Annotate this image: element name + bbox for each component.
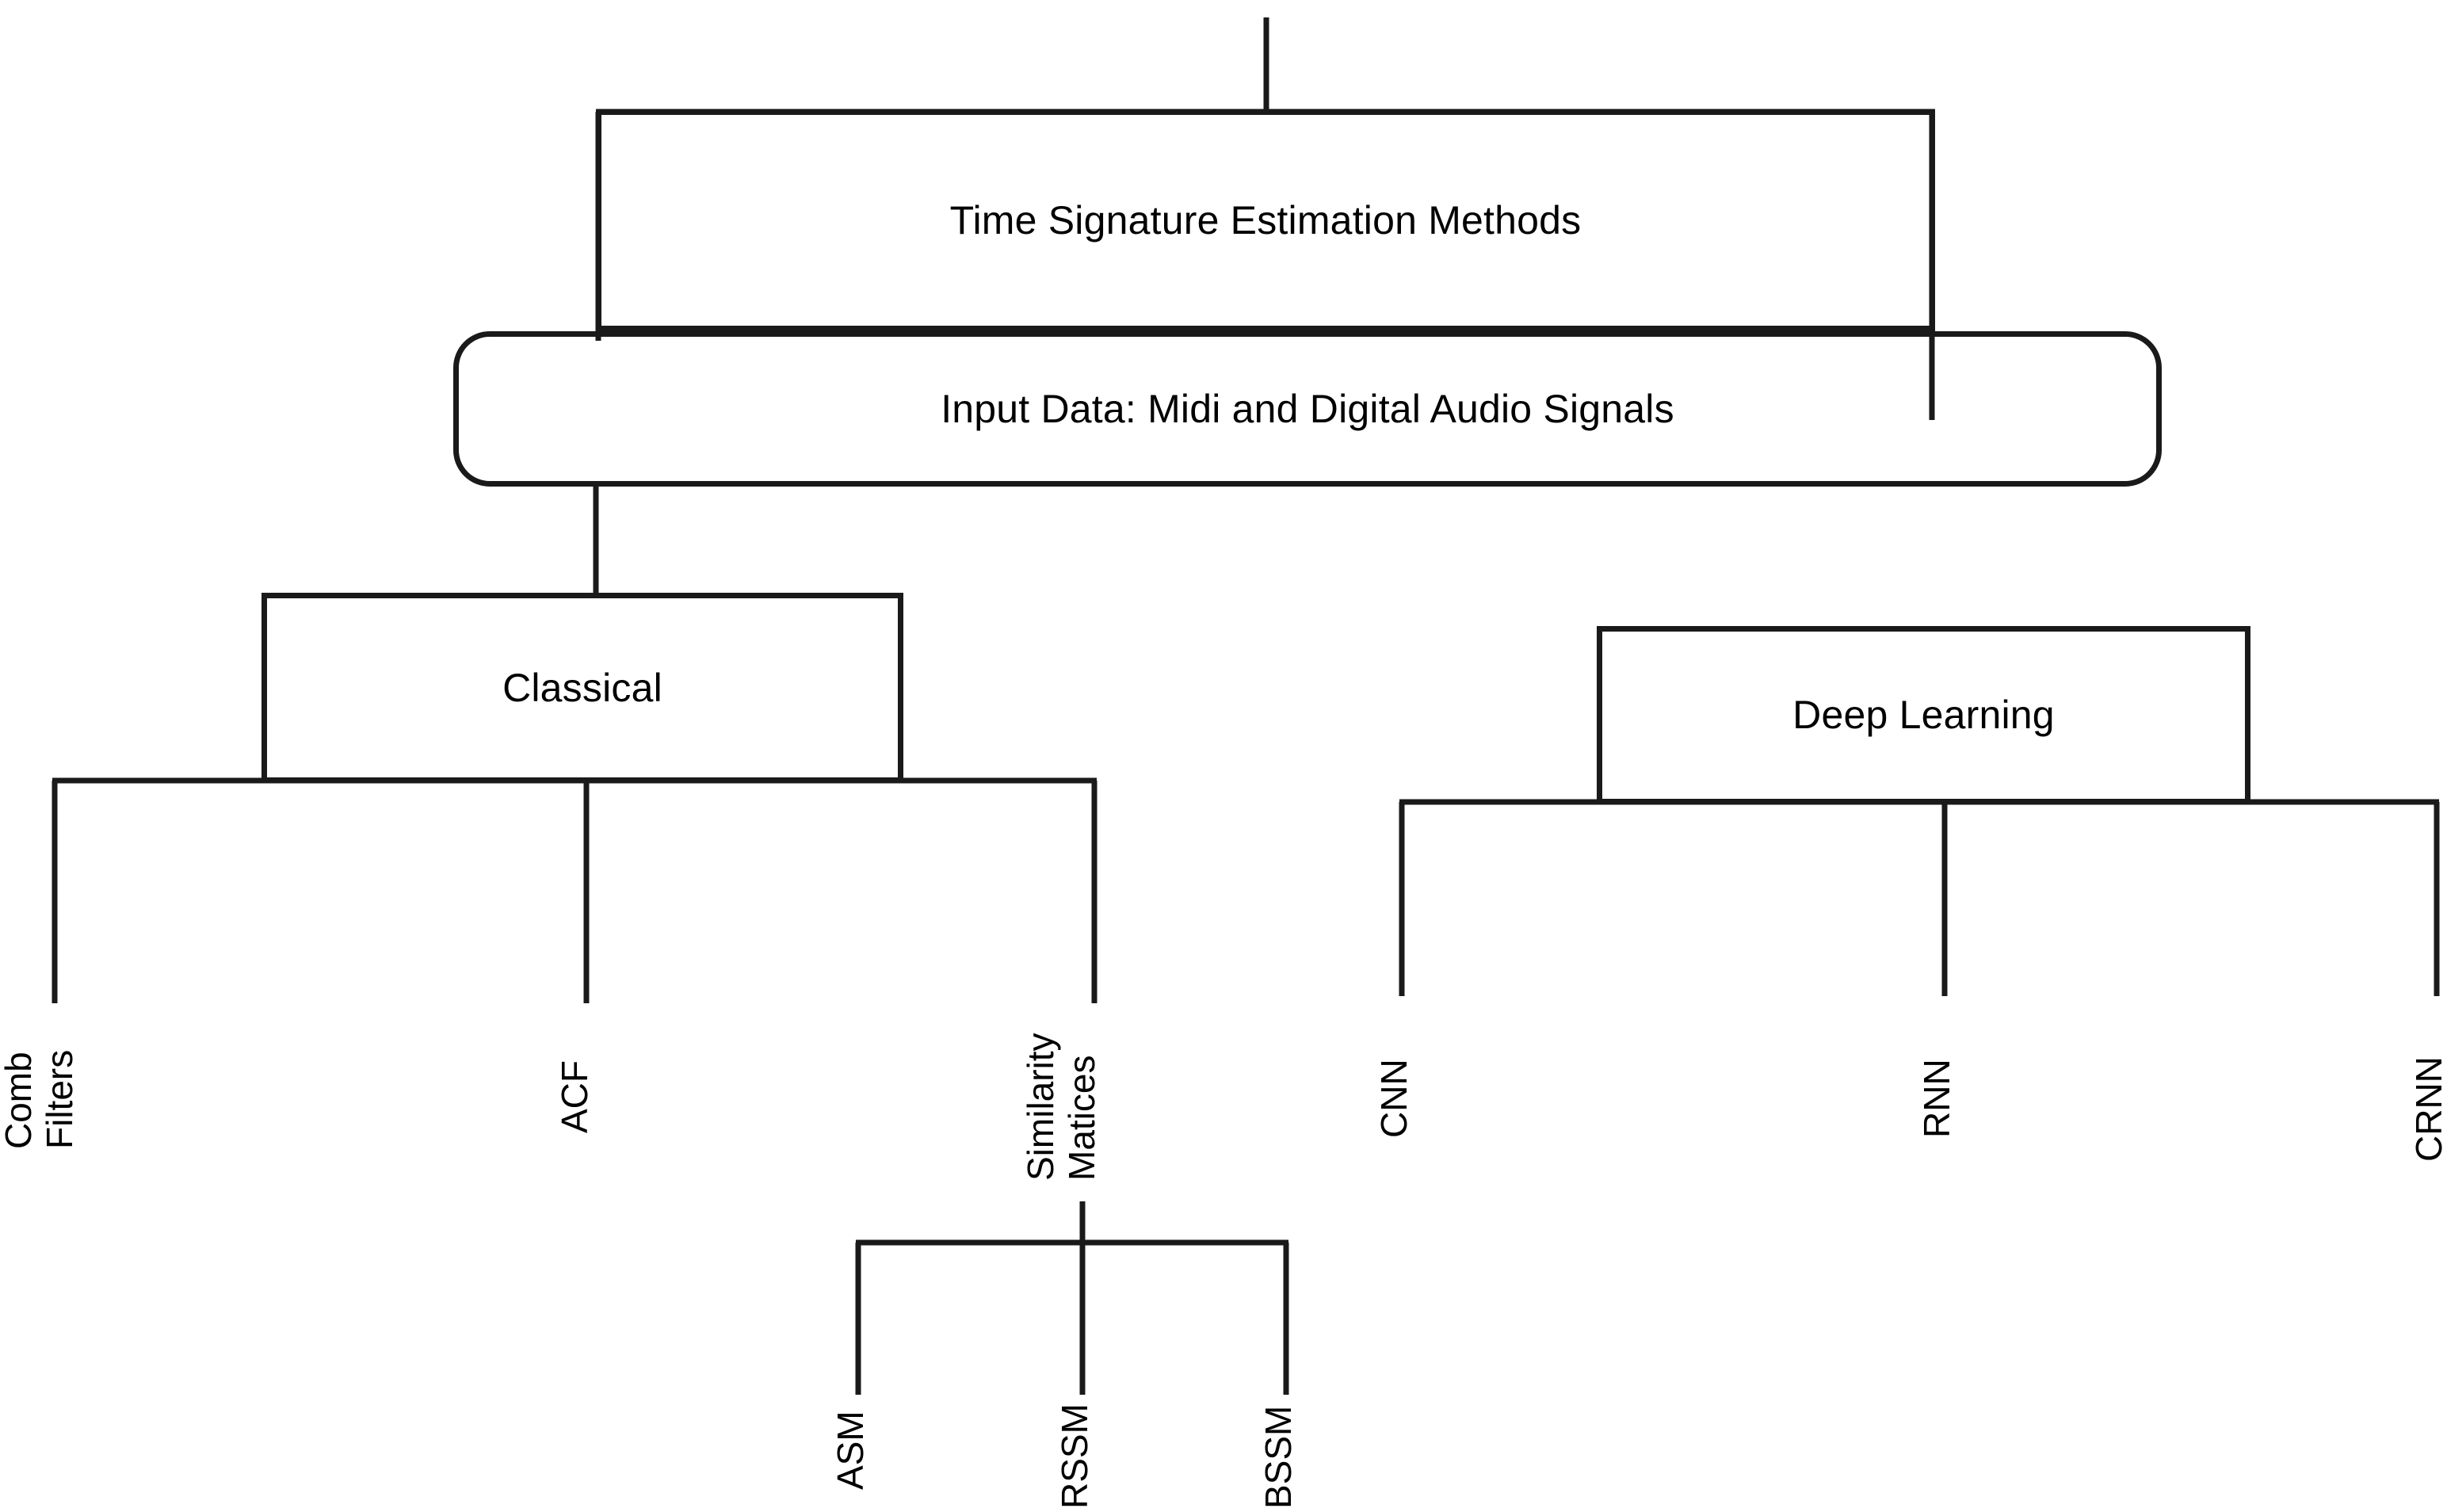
leaf-label-acf[interactable]: ACF	[554, 1060, 595, 1133]
leaf-label-similarity-matices[interactable]: Similarity Matices	[1020, 1033, 1102, 1181]
node-input-data[interactable]: Input Data: Midi and Digital Audio Signa…	[453, 331, 2162, 487]
leaf-label-cnn[interactable]: CNN	[1373, 1059, 1414, 1138]
leaf-label-rnn[interactable]: RNN	[1916, 1059, 1957, 1138]
node-deep-learning-label: Deep Learning	[1792, 693, 2055, 737]
node-classical-label: Classical	[502, 665, 662, 710]
node-classical[interactable]: Classical	[261, 593, 903, 783]
leaf-label-bssm[interactable]: BSSM	[1258, 1405, 1299, 1509]
node-root-label: Time Signature Estimation Methods	[949, 197, 1582, 242]
node-deep-learning[interactable]: Deep Learning	[1597, 626, 2250, 804]
leaf-label-comb-filters[interactable]: Comb Filters	[0, 1049, 80, 1149]
leaf-label-rssm[interactable]: RSSM	[1054, 1403, 1095, 1509]
leaf-label-asm[interactable]: ASM	[830, 1411, 871, 1490]
node-root[interactable]: Time Signature Estimation Methods	[596, 109, 1935, 331]
leaf-label-crnn[interactable]: CRNN	[2408, 1056, 2447, 1162]
node-input-data-label: Input Data: Midi and Digital Audio Signa…	[941, 386, 1674, 431]
